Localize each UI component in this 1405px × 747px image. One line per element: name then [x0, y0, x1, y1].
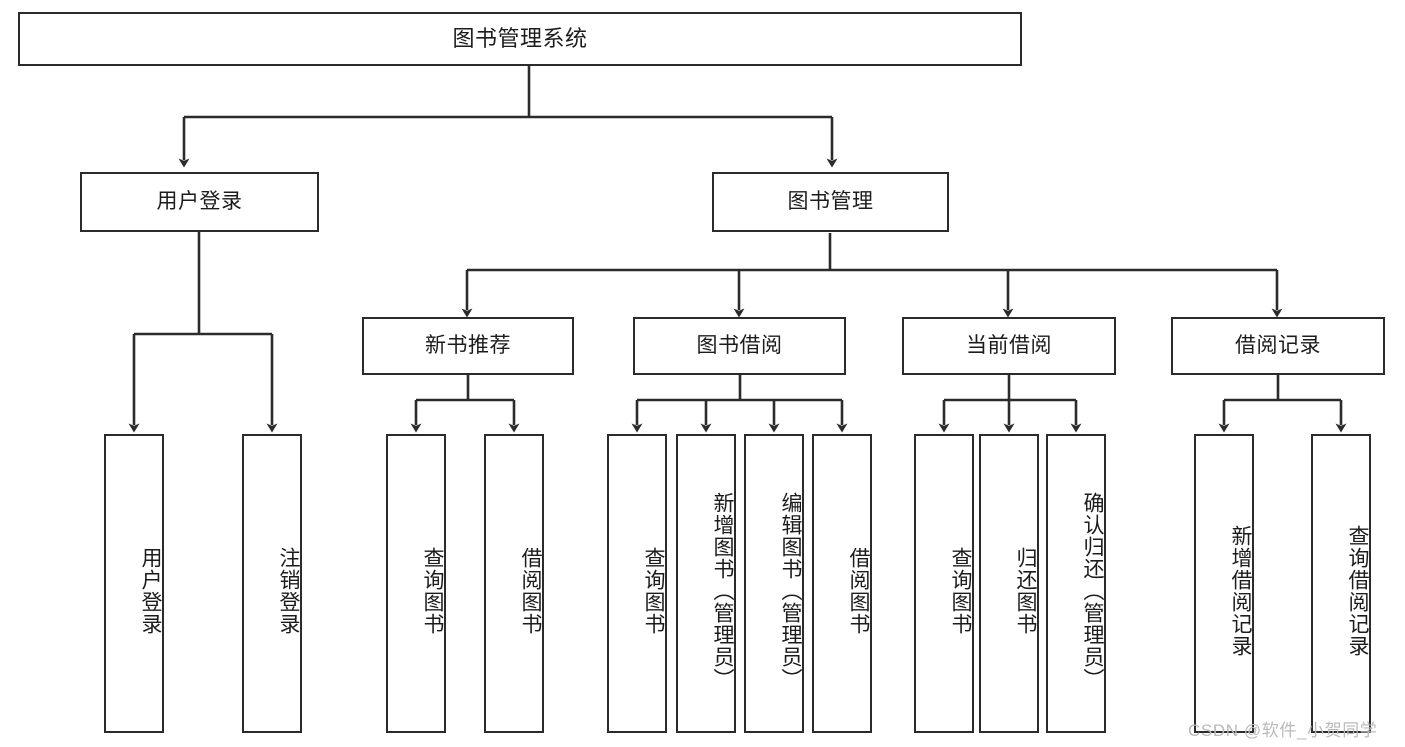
node-current-borrow[interactable]: 当前借阅	[902, 317, 1116, 375]
leaf-query-book-1[interactable]: 查询图书	[386, 434, 446, 733]
leaf-query-record-label: 查询借阅记录	[1346, 524, 1369, 657]
leaf-logout-label: 注销登录	[277, 546, 300, 635]
leaf-borrow-book-1-label: 借阅图书	[519, 546, 542, 635]
node-borrow-record[interactable]: 借阅记录	[1171, 317, 1385, 375]
leaf-user-login-label: 用户登录	[139, 546, 162, 635]
leaf-query-book-1-label: 查询图书	[421, 546, 444, 635]
node-book-manage[interactable]: 图书管理	[712, 172, 949, 232]
leaf-edit-book-label: 编辑图书（管理员）	[779, 491, 802, 690]
leaf-borrow-book-1[interactable]: 借阅图书	[484, 434, 544, 733]
node-root[interactable]: 图书管理系统	[18, 12, 1022, 66]
leaf-edit-book[interactable]: 编辑图书（管理员）	[744, 434, 804, 733]
leaf-add-book[interactable]: 新增图书（管理员）	[676, 434, 736, 733]
node-book-borrow-label: 图书借阅	[696, 333, 783, 357]
leaf-query-book-2[interactable]: 查询图书	[607, 434, 667, 733]
leaf-add-book-label: 新增图书（管理员）	[711, 491, 734, 690]
leaf-borrow-book-2[interactable]: 借阅图书	[812, 434, 872, 733]
node-user-login-label: 用户登录	[156, 189, 243, 213]
leaf-query-book-3[interactable]: 查询图书	[914, 434, 974, 733]
leaf-confirm-return-label: 确认归还（管理员）	[1081, 491, 1104, 690]
leaf-user-login[interactable]: 用户登录	[104, 434, 164, 733]
node-new-book-rec-label: 新书推荐	[425, 333, 511, 357]
node-user-login[interactable]: 用户登录	[80, 172, 319, 232]
leaf-add-record-label: 新增借阅记录	[1229, 524, 1252, 657]
node-borrow-record-label: 借阅记录	[1235, 333, 1321, 357]
leaf-borrow-book-2-label: 借阅图书	[847, 546, 870, 635]
leaf-return-book-label: 归还图书	[1014, 546, 1037, 635]
leaf-confirm-return[interactable]: 确认归还（管理员）	[1046, 434, 1106, 733]
node-book-manage-label: 图书管理	[787, 189, 874, 213]
node-book-borrow[interactable]: 图书借阅	[633, 317, 846, 375]
leaf-query-book-3-label: 查询图书	[949, 546, 972, 635]
leaf-logout[interactable]: 注销登录	[242, 434, 302, 733]
leaf-add-record[interactable]: 新增借阅记录	[1194, 434, 1254, 733]
node-new-book-rec[interactable]: 新书推荐	[362, 317, 574, 375]
leaf-query-book-2-label: 查询图书	[642, 546, 665, 635]
node-current-borrow-label: 当前借阅	[966, 333, 1052, 357]
watermark: CSDN @软件_小贺同学	[1188, 721, 1378, 740]
node-root-label: 图书管理系统	[452, 26, 588, 52]
leaf-query-record[interactable]: 查询借阅记录	[1311, 434, 1371, 733]
leaf-return-book[interactable]: 归还图书	[979, 434, 1039, 733]
